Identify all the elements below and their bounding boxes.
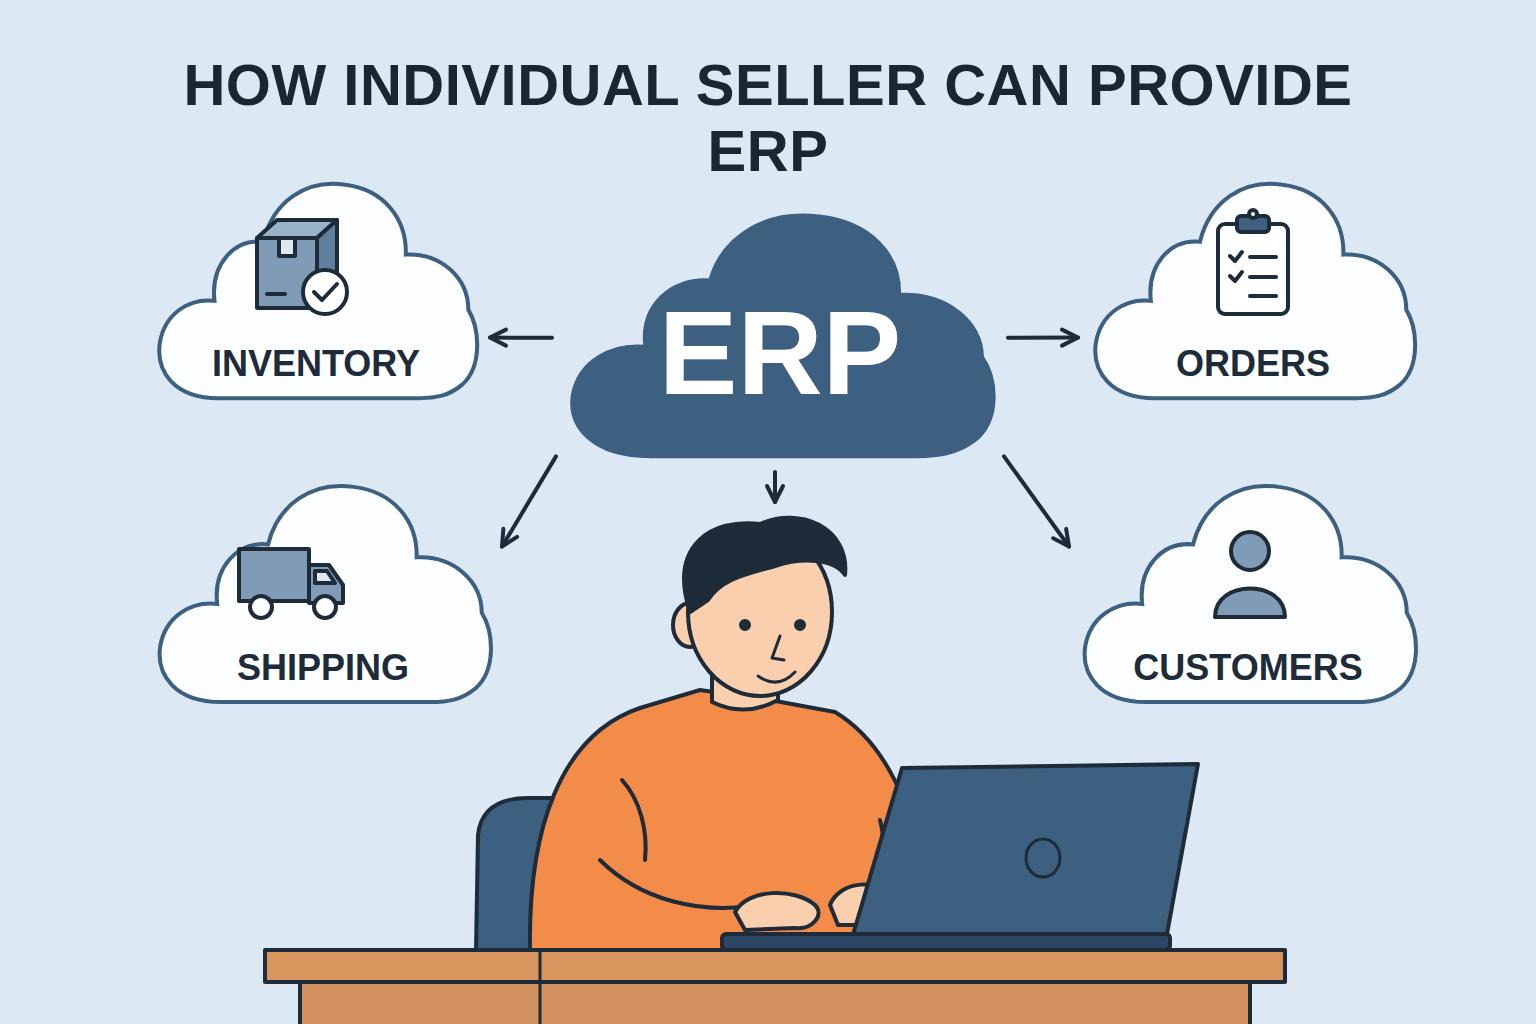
node-label: ORDERS bbox=[1176, 343, 1330, 384]
cloud-shape bbox=[159, 184, 477, 398]
node-label: SHIPPING bbox=[237, 647, 409, 688]
node-label: ERP bbox=[659, 285, 902, 421]
desk-front bbox=[300, 982, 1250, 1024]
eye bbox=[741, 621, 749, 629]
flow-arrow bbox=[490, 336, 552, 340]
laptop-logo bbox=[1026, 839, 1060, 877]
desk-seam bbox=[539, 952, 542, 1024]
cloud-shape bbox=[160, 486, 491, 702]
person-icon bbox=[1195, 517, 1307, 629]
icon-cloud: ORDERS bbox=[1086, 170, 1420, 406]
nose bbox=[772, 636, 784, 660]
node-label: CUSTOMERS bbox=[1133, 647, 1362, 688]
desk-top bbox=[265, 950, 1285, 982]
eye bbox=[796, 621, 804, 629]
arm bbox=[600, 860, 760, 908]
icon-cloud: SHIPPING bbox=[150, 472, 496, 710]
flow-arrow bbox=[502, 456, 556, 546]
truck-icon bbox=[235, 527, 347, 639]
hair bbox=[684, 518, 845, 612]
cloud-shape bbox=[1085, 486, 1416, 702]
laptop-base bbox=[722, 934, 1170, 950]
cloud-shape bbox=[572, 216, 993, 457]
flow-arrow bbox=[1004, 456, 1069, 546]
flow-arrow bbox=[1008, 336, 1078, 340]
node-label: INVENTORY bbox=[212, 343, 420, 384]
down-arrow bbox=[773, 472, 777, 502]
laptop-lid bbox=[850, 764, 1198, 945]
icon-cloud: CUSTOMERS bbox=[1075, 472, 1421, 710]
erp-cloud: ERP bbox=[560, 200, 1000, 465]
diagram-title: HOW INDIVIDUAL SELLER CAN PROVIDE ERP bbox=[168, 52, 1368, 184]
clipboard-icon bbox=[1196, 208, 1308, 320]
icon-cloud: INVENTORY bbox=[150, 170, 482, 406]
mouth bbox=[758, 672, 795, 682]
hand bbox=[735, 893, 818, 930]
cloud-shape bbox=[1095, 184, 1415, 398]
box-icon bbox=[245, 208, 357, 320]
sleeve-line bbox=[622, 780, 646, 860]
